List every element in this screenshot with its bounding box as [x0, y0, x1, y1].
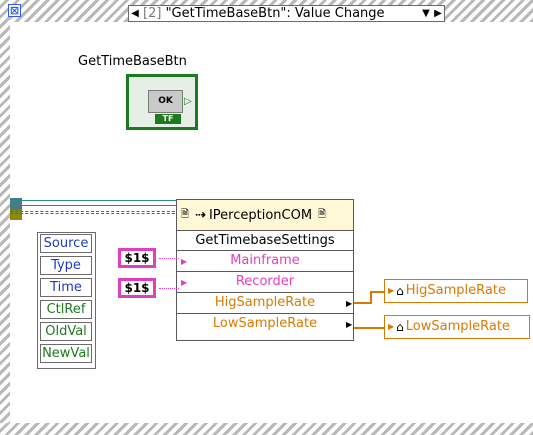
indicator-lowsamplerate[interactable]: ▶ ⌂ LowSampleRate [384, 315, 530, 339]
arrow-icon: ⇢ [195, 207, 206, 223]
output-arrow-icon: ▶ [346, 299, 353, 308]
output-wire[interactable] [370, 291, 384, 293]
event-field-time[interactable]: Time [40, 278, 92, 297]
indicator-higsamplerate[interactable]: ▶ ⌂ HigSampleRate [384, 279, 528, 303]
event-field-type[interactable]: Type [40, 256, 92, 275]
ref-out-icon: 🗎 [318, 208, 327, 220]
error-tunnel[interactable] [10, 210, 22, 220]
reference-wire[interactable] [10, 200, 180, 201]
case-name: "GetTimeBaseBtn": Value Change [165, 6, 385, 21]
ref-in-icon: 🗎 [181, 208, 190, 220]
next-case-icon[interactable]: ▶ [434, 8, 442, 19]
button-caption: GetTimeBaseBtn [78, 54, 187, 69]
input-recorder[interactable]: Recorder [177, 272, 353, 293]
string-wire[interactable] [159, 288, 179, 290]
tf-badge: TF [155, 114, 181, 124]
indicator-label: HigSampleRate [405, 283, 506, 298]
ok-button-face: OK [148, 90, 183, 113]
string-constant[interactable]: $1$ [118, 248, 156, 268]
home-icon: ⌂ [396, 320, 404, 334]
input-arrow-icon: ▶ [181, 257, 188, 266]
output-wire[interactable] [354, 302, 372, 304]
case-label: [2] "GetTimeBaseBtn": Value Change [141, 6, 420, 21]
close-icon[interactable]: ⊠ [8, 4, 21, 17]
indicator-arrow-icon: ▶ [388, 322, 395, 331]
event-field-oldval[interactable]: OldVal [40, 322, 92, 341]
indicator-label: LowSampleRate [405, 319, 510, 334]
event-frame-bottom [0, 423, 533, 435]
string-constant[interactable]: $1$ [118, 278, 156, 298]
indicator-arrow-icon: ▶ [388, 286, 395, 295]
input-arrow-icon: ▶ [181, 278, 188, 287]
string-wire[interactable] [159, 258, 179, 260]
method-name[interactable]: GetTimebaseSettings [177, 231, 353, 251]
case-dropdown-icon[interactable]: ▼ [422, 8, 430, 19]
event-field-ctlref[interactable]: CtlRef [40, 300, 92, 319]
case-index: [2] [143, 6, 162, 21]
input-mainframe[interactable]: Mainframe [177, 251, 353, 272]
output-higsamplerate[interactable]: HigSampleRate [177, 293, 353, 314]
output-arrow-icon: ▶ [346, 320, 353, 329]
output-wire[interactable] [354, 327, 384, 329]
ref-tunnel[interactable] [10, 198, 22, 210]
event-field-newval[interactable]: NewVal [40, 344, 92, 363]
output-lowsamplerate[interactable]: LowSampleRate [212, 316, 318, 331]
reference-wire-2[interactable] [10, 205, 180, 206]
event-field-source[interactable]: Source [40, 234, 92, 253]
event-frame-left [0, 0, 10, 435]
output-wire[interactable] [370, 291, 372, 303]
error-wire[interactable] [10, 211, 180, 214]
output-arrow-icon: ▷ [184, 96, 192, 107]
property-node-header: 🗎 ⇢ IPerceptionCOM 🗎 [177, 200, 353, 231]
event-case-selector[interactable]: ◀ [2] "GetTimeBaseBtn": Value Change ▼ ▶ [128, 5, 445, 22]
prev-case-icon[interactable]: ◀ [131, 8, 139, 19]
class-name: IPerceptionCOM [208, 207, 313, 223]
home-icon: ⌂ [396, 284, 404, 298]
